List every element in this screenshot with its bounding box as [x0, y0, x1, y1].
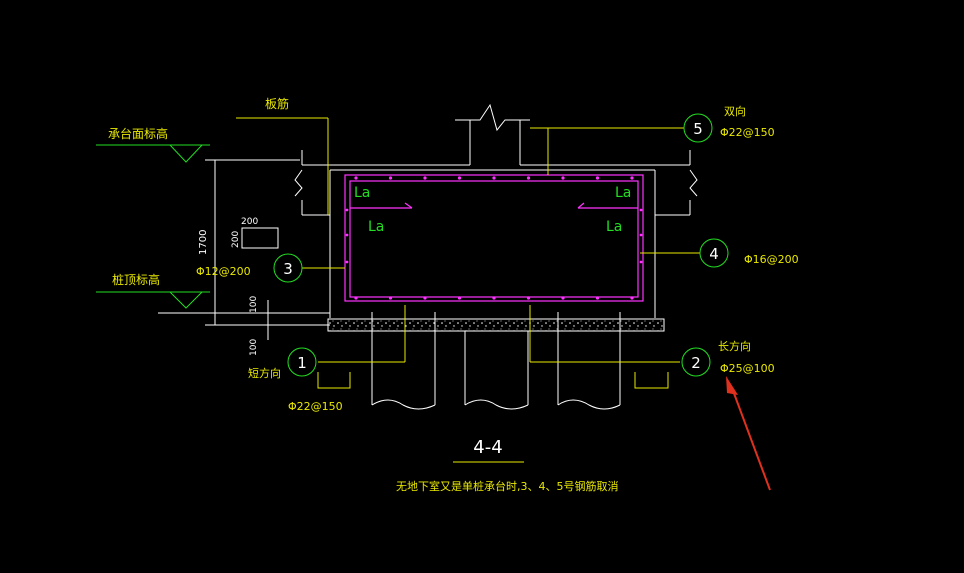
dimension-200-top: 200 — [241, 217, 258, 227]
rebar-dot — [345, 208, 349, 212]
rebar-dot — [388, 296, 393, 300]
annotation-arrow — [726, 376, 771, 491]
piles — [371, 312, 621, 410]
svg-text:5: 5 — [693, 120, 703, 138]
rebar-dot — [561, 296, 565, 300]
dimension-200-side: 200 — [231, 231, 241, 248]
cap-top-elevation-label: 承台面标高 — [108, 126, 168, 141]
rebar-dot — [354, 176, 358, 180]
la-label-top-left: La — [354, 185, 370, 201]
rebar-dots — [345, 176, 643, 300]
rebar-dot — [423, 296, 427, 300]
rebar-dot — [345, 260, 349, 264]
rebar-dot — [630, 176, 634, 180]
rebar-dot — [595, 176, 600, 180]
rebar-1-spec: Φ22@150 — [288, 400, 343, 413]
marker-1: 1 — [297, 354, 307, 372]
la-label-bottom-right: La — [606, 219, 622, 235]
marker-5: 5 — [693, 120, 703, 138]
svg-text:2: 2 — [691, 354, 701, 372]
dimension-100-lower: 100 — [249, 339, 259, 356]
marker-4: 4 — [709, 245, 719, 263]
section-title: 4-4 — [473, 437, 502, 458]
rebar-dot — [492, 296, 496, 300]
svg-text:4: 4 — [709, 245, 719, 263]
rebar-2-direction: 长方向 — [718, 339, 751, 353]
rebar-dot — [639, 260, 643, 264]
rebar-dot — [561, 176, 565, 180]
rebar-dot — [457, 176, 462, 180]
marker-2: 2 — [691, 354, 701, 372]
slab-rebar-label: 板筋 — [265, 96, 289, 111]
rebar-1-direction: 短方向 — [248, 366, 281, 380]
rebar-dot — [595, 296, 600, 300]
elevation-markers — [96, 144, 210, 309]
rebar-dot — [457, 296, 462, 300]
rebar-dot — [492, 176, 496, 180]
marker-3: 3 — [283, 260, 293, 278]
svg-text:3: 3 — [283, 260, 293, 278]
la-label-top-right: La — [615, 185, 631, 201]
rebar-2-spec: Φ25@100 — [720, 362, 775, 375]
rebar-5-direction: 双向 — [724, 104, 746, 118]
marker-circles — [273, 113, 729, 377]
rebar-dot — [526, 296, 531, 300]
rebar-3-spec: Φ12@200 — [196, 265, 251, 278]
cushion-layer — [327, 318, 665, 332]
pile-top-elevation-label: 桩顶标高 — [112, 272, 160, 287]
rebar-dot — [630, 296, 634, 300]
rebar-dot — [345, 233, 349, 237]
rebar-dot — [639, 208, 643, 212]
dimension-1700: 1700 — [198, 230, 209, 255]
la-label-bottom-left: La — [368, 219, 384, 235]
rebar-cage — [344, 174, 644, 302]
rebar-5-spec: Φ22@150 — [720, 126, 775, 139]
leader-lines — [236, 117, 700, 463]
rebar-dot — [526, 176, 531, 180]
rebar-dot — [354, 296, 358, 300]
dimension-lines — [158, 159, 330, 340]
rebar-dot — [388, 176, 393, 180]
rebar-dot — [423, 176, 427, 180]
section-note: 无地下室又是单桩承台时,3、4、5号钢筋取消 — [396, 479, 619, 493]
dimension-100-upper: 100 — [249, 296, 259, 313]
svg-text:1: 1 — [297, 354, 307, 372]
pile-cap-outline — [329, 169, 656, 318]
rebar-4-spec: Φ16@200 — [744, 253, 799, 266]
rebar-dot — [639, 233, 643, 237]
